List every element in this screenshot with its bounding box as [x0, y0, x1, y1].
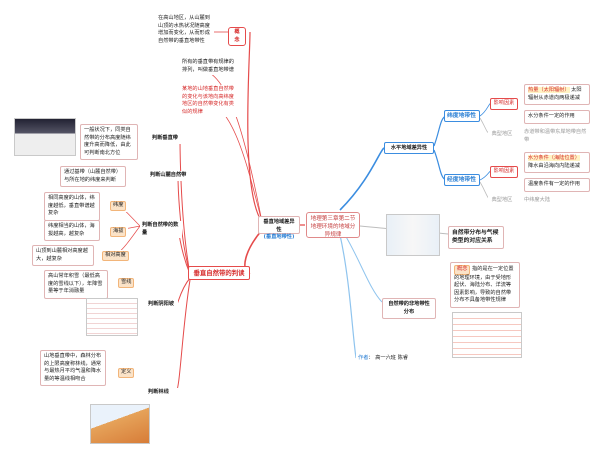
nonzonal-label: 概念 [454, 265, 471, 275]
lon-title[interactable]: 经度地带性 [444, 174, 480, 187]
concept-text: 在高山地区，从山麓到山顶的水热状况随高度增加而变化，从而形成自然带的垂直地带性 [156, 14, 214, 47]
horizontal-node[interactable]: 水平地域差异性 [384, 142, 434, 154]
judge-count[interactable]: 判断自然带的数量 [140, 221, 182, 239]
tree-mountain-image [90, 404, 150, 444]
vertical-title: 垂直地域差异性 [263, 219, 295, 233]
tree-tag: 定义 [116, 367, 137, 379]
slope-tag-label: 雪线 [118, 278, 135, 288]
lat-reason1b: 太阳辐射从赤道向两极递减 [528, 87, 582, 101]
judge-zones[interactable]: 判断垂直带 [150, 134, 184, 144]
edge-center-author [339, 234, 357, 359]
count-c-text: 山顶到山麓相对高度越大，越复杂 [32, 245, 94, 267]
nonzonal-table-image [452, 312, 522, 358]
center-line2: 地理环境的地域分异规律 [310, 224, 356, 239]
lat-reason1: 热量（太阳辐射） [528, 87, 570, 93]
count-c-tag: 相对高度 [100, 250, 131, 262]
edge-list-tree [175, 279, 191, 393]
author-node[interactable]: 作者： 高一六班 陈睿 [356, 354, 426, 364]
count-b-tag: 海拔 [108, 226, 129, 238]
lon-type-label: 典型地区 [488, 196, 516, 206]
vertical-list-node[interactable]: 垂直自然带的判读 [188, 266, 250, 280]
lat-type-label: 典型地区 [488, 130, 516, 140]
lat-title[interactable]: 纬度地带性 [444, 110, 480, 123]
author-name: 高一六班 陈睿 [375, 355, 409, 361]
nonzonal-concept: 概念 指的是在一定位置的地理环境，由于受地形起伏、海陆分布、洋流等因素影响，导致… [450, 262, 520, 308]
count-a-tag-label: 纬度 [110, 201, 127, 211]
judge-zones-text: 一般状况下，同类自然带的分布高度随纬度升高而降低，由此可判断南北方位 [80, 124, 138, 161]
judge-tree[interactable]: 判断林线 [146, 388, 178, 398]
lon-reason1: 水分条件（海陆位置） [528, 155, 580, 161]
count-b-tag-label: 海拔 [110, 227, 127, 237]
lat-reason2: 水分条件一定的作用 [524, 110, 590, 124]
judge-slope[interactable]: 判断阴阳坡 [146, 300, 178, 310]
judge-base-text: 通过基带（山麓自然带）与所在地的纬度来判断 [60, 166, 126, 188]
edge-center-nonzonal [344, 234, 383, 303]
lon-reason2: 温度条件有一定的作用 [524, 178, 590, 192]
center-line1: 地理第三章第二节 [310, 216, 356, 222]
tree-text: 山地垂直带中，森林分布的上限高度称林线，通常与最热月平均气温和降水量的等温线相吻… [40, 350, 106, 387]
slope-table-image [86, 298, 138, 336]
lat-reason-box: 热量（太阳辐射） 太阳辐射从赤道向两极递减 [524, 84, 590, 106]
count-c-tag-label: 相对高度 [102, 251, 129, 261]
edge-center-horizontal [339, 147, 385, 211]
lat-type-text: 赤道带和温带东岸地带自然带 [522, 128, 590, 146]
slope-tag: 雪线 [116, 277, 137, 289]
nonzonal-text: 指的是在一定位置的地理环境，由于受地形起伏、海陆分布、洋流等因素影响，导致的自然… [454, 266, 514, 304]
count-a-text: 相同高度的山体，纬度越低，垂直带谱越复杂 [44, 192, 100, 221]
slope-text: 高山常年积雪（最低高度的雪线以下），年降雪量等于年消融量 [44, 270, 108, 299]
lon-reason-label: 影响因素 [490, 166, 518, 178]
lon-reason1b: 降水由沿海向内陆递减 [528, 162, 580, 169]
climate-diagram-image [386, 214, 440, 256]
judge-base[interactable]: 判断山麓自然带 [148, 171, 190, 181]
lat-reason-label: 影响因素 [490, 98, 518, 110]
climate-node[interactable]: 自然带分布与气候类型的对应关系 [448, 226, 504, 249]
concept-label[interactable]: 概念 [228, 27, 246, 47]
count-a-tag: 纬度 [108, 200, 129, 212]
nonzonal-node[interactable]: 自然带的非地带性分布 [382, 298, 436, 320]
center-topic[interactable]: 地理第三章第二节 地理环境的地域分异规律 [306, 212, 360, 238]
rule1-text: 所有的垂直带有规律的排列，叫做垂直地带谱 [180, 58, 238, 76]
count-b-text: 纬度相当的山体，海拔越高，越复杂 [44, 220, 100, 242]
rule2-text: 某地的山地垂直自然带的变化与该地向高纬度地区的自然带变化有类似的规律 [180, 85, 238, 118]
edge-vertical-rule2 [199, 99, 263, 223]
vertical-subtitle: (垂直地带性) [263, 234, 295, 241]
lon-reason-box: 水分条件（海陆位置） 降水由沿海向内陆递减 [524, 152, 590, 174]
lon-type-text: 中纬度大陆 [522, 196, 590, 206]
tree-tag-label: 定义 [118, 368, 135, 378]
zones-diagram-image [14, 118, 76, 156]
edge-vertical-concept [247, 31, 263, 223]
vertical-node[interactable]: 垂直地域差异性 (垂直地带性) [258, 216, 300, 240]
author-label: 作者 [358, 355, 369, 361]
